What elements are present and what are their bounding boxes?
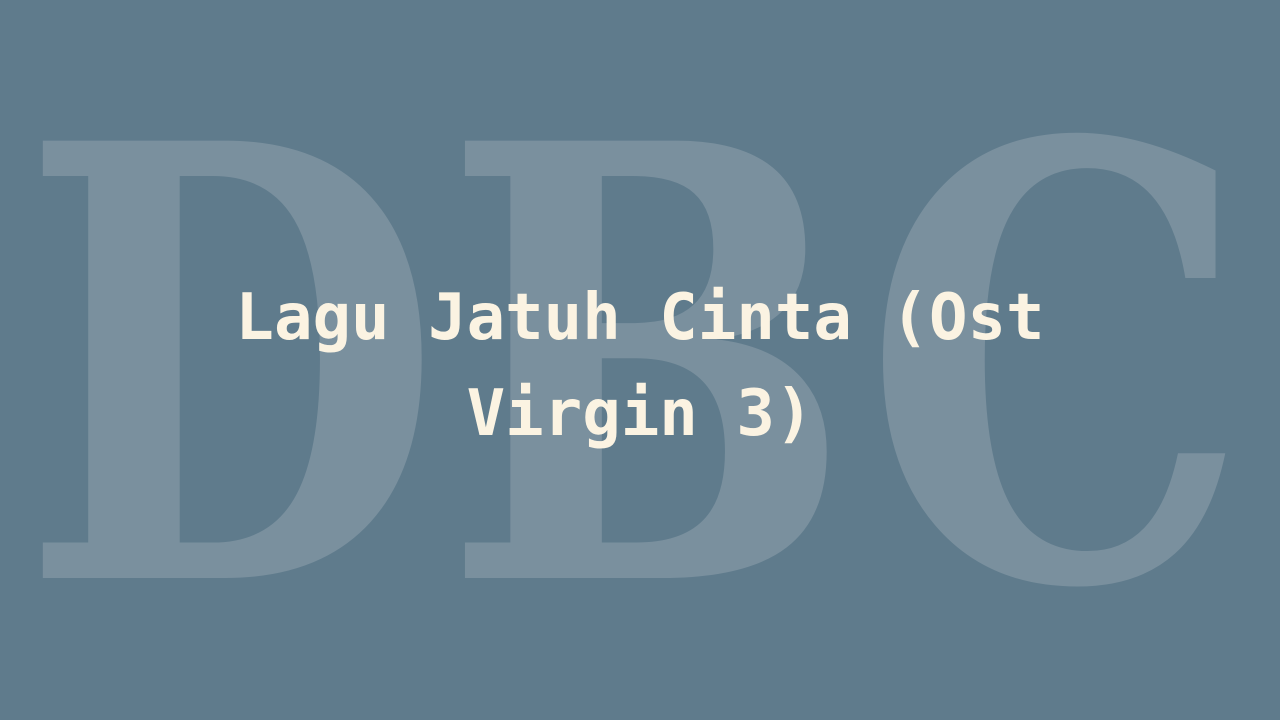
title-line-1: Lagu Jatuh Cinta (Ost (235, 281, 1045, 355)
page-title: Lagu Jatuh Cinta (Ost Virgin 3) (140, 270, 1140, 462)
watermark-text: DBC (20, 15, 1250, 720)
title-line-2: Virgin 3) (466, 377, 814, 451)
